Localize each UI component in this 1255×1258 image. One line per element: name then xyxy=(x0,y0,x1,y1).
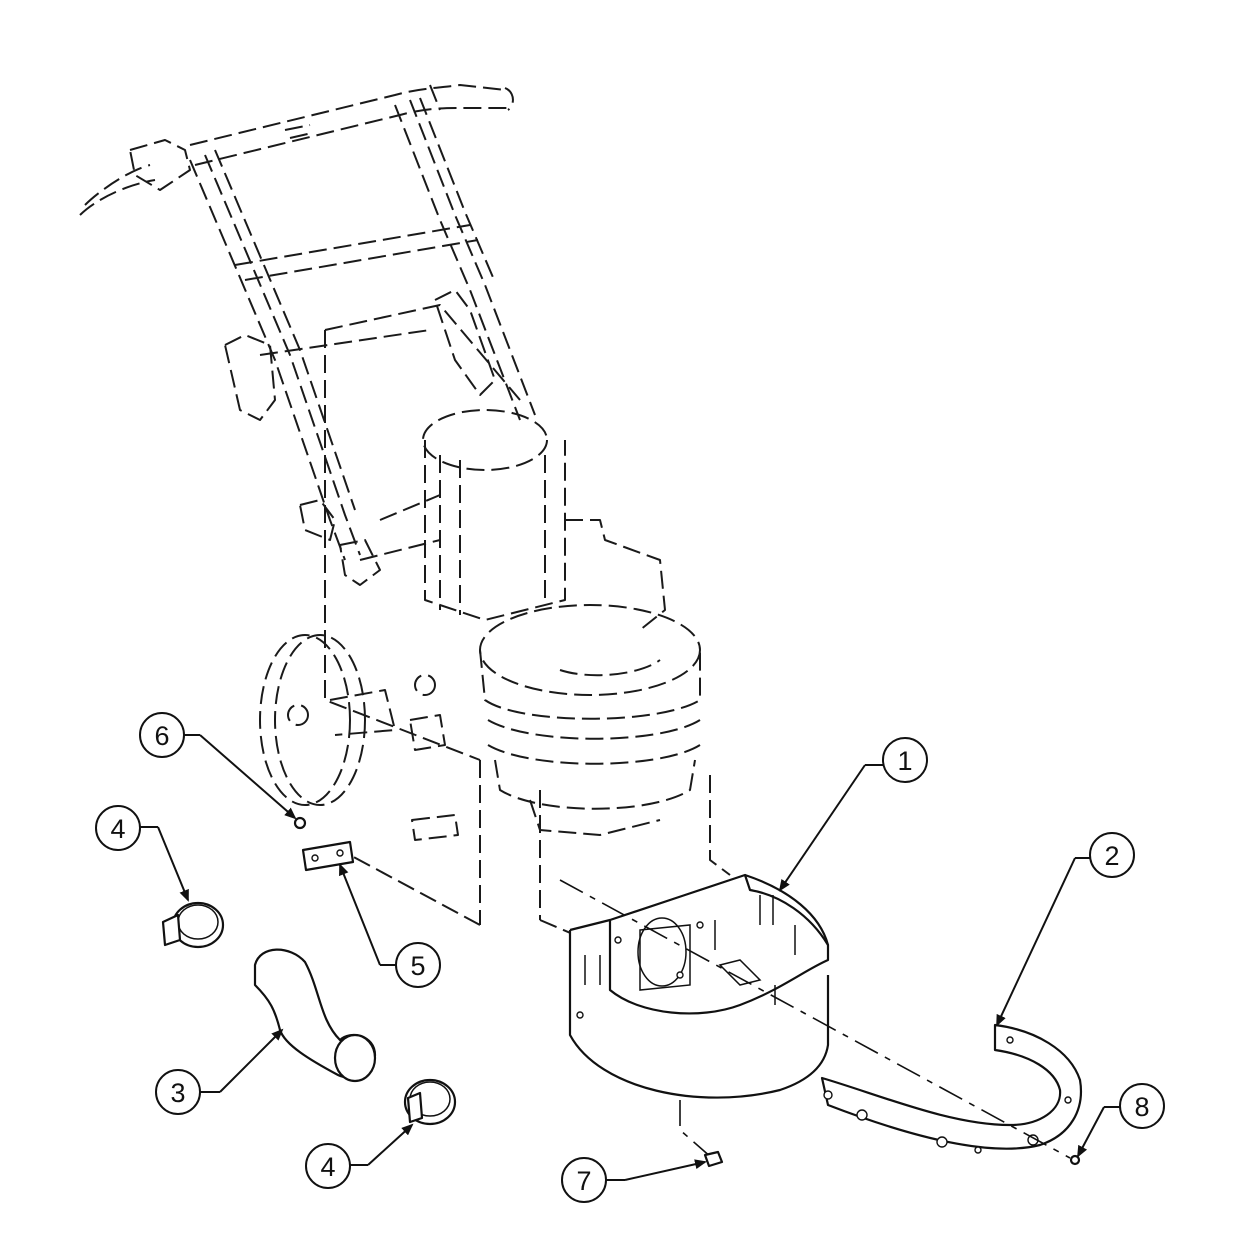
callout-6-label: 6 xyxy=(154,721,169,751)
frame-plate xyxy=(324,304,521,761)
callout-7: 7 xyxy=(561,1157,707,1203)
wheel xyxy=(259,634,446,806)
part-3-hose xyxy=(253,948,377,1083)
motor xyxy=(422,409,666,631)
callout-4a: 4 xyxy=(95,805,189,902)
callout-5: 5 xyxy=(339,863,441,988)
callout-8: 8 xyxy=(1077,1083,1165,1158)
handle-rails xyxy=(189,97,536,561)
callout-1: 1 xyxy=(778,737,928,892)
handlebar xyxy=(79,84,514,216)
callout-3: 3 xyxy=(155,1028,284,1115)
machine-phantom-outline xyxy=(79,84,731,936)
callout-6: 6 xyxy=(139,712,297,820)
part-8-screw xyxy=(559,879,1081,1166)
callout-3-label: 3 xyxy=(170,1078,185,1108)
grinding-head xyxy=(479,604,701,836)
callout-2: 2 xyxy=(996,832,1135,1027)
callout-4a-label: 4 xyxy=(110,814,125,844)
callout-8-label: 8 xyxy=(1134,1092,1149,1122)
callout-2-label: 2 xyxy=(1104,841,1119,871)
callout-5-label: 5 xyxy=(410,951,425,981)
part-6-nut xyxy=(293,816,307,830)
part-1-shroud xyxy=(568,873,830,1099)
part-4-clamp-lower xyxy=(403,1078,457,1126)
callout-4b-label: 4 xyxy=(320,1152,335,1182)
part-4-clamp-upper xyxy=(161,901,225,949)
callout-7-label: 7 xyxy=(576,1166,591,1196)
part-2-bumper xyxy=(820,1023,1083,1154)
part-5-plate xyxy=(301,840,355,872)
callout-1-label: 1 xyxy=(897,746,912,776)
side-brackets xyxy=(224,289,496,586)
callout-4b: 4 xyxy=(305,1123,414,1189)
part-7-bolt xyxy=(679,1100,724,1168)
